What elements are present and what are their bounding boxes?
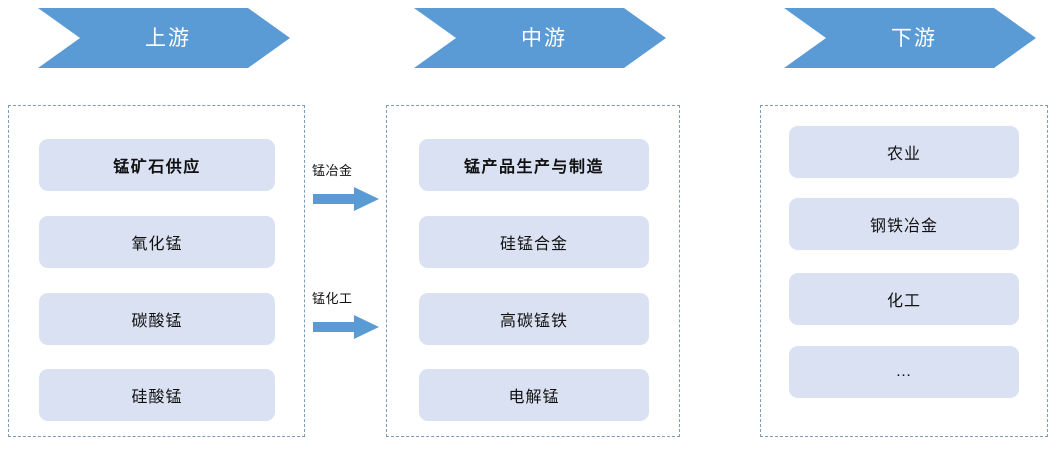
item-midstream-2-label: 高碳锰铁: [499, 313, 568, 330]
stage-banner-upstream-label: 上游: [145, 26, 191, 50]
item-downstream-2-label: 化工: [886, 293, 921, 310]
item-downstream-2: 化工: [789, 273, 1019, 325]
item-midstream-3: 电解锰: [419, 369, 649, 421]
item-downstream-0: 农业: [789, 126, 1019, 178]
connector-metallurgy-label: 锰冶金: [312, 163, 353, 178]
item-upstream-1-label: 氧化锰: [131, 236, 183, 253]
connector-chemical-label: 锰化工: [312, 291, 353, 306]
item-upstream-0-label: 锰矿石供应: [113, 159, 201, 176]
arrow-right-icon: [313, 187, 379, 211]
item-downstream-3-label: …: [895, 363, 913, 380]
item-upstream-0: 锰矿石供应: [39, 139, 275, 191]
item-upstream-2-label: 碳酸锰: [131, 313, 183, 330]
column-downstream: 农业 钢铁冶金 化工 …: [760, 105, 1048, 437]
item-midstream-3-label: 电解锰: [508, 389, 560, 406]
item-upstream-1: 氧化锰: [39, 216, 275, 268]
stage-banner-midstream-label: 中游: [521, 26, 567, 50]
item-downstream-3: …: [789, 346, 1019, 398]
arrow-right-icon: [313, 315, 379, 339]
item-midstream-0-label: 锰产品生产与制造: [463, 159, 604, 176]
stage-banner-downstream: 下游: [784, 8, 1036, 68]
item-upstream-3-label: 硅酸锰: [131, 389, 183, 406]
item-midstream-1: 硅锰合金: [419, 216, 649, 268]
stage-banner-midstream: 中游: [414, 8, 666, 68]
column-upstream: 锰矿石供应 氧化锰 碳酸锰 硅酸锰: [8, 105, 305, 437]
stage-banner-upstream: 上游: [38, 8, 290, 68]
stage-banner-downstream-label: 下游: [891, 26, 937, 50]
item-downstream-1-label: 钢铁冶金: [869, 218, 938, 235]
column-midstream: 锰产品生产与制造 硅锰合金 高碳锰铁 电解锰: [386, 105, 680, 437]
item-upstream-3: 硅酸锰: [39, 369, 275, 421]
item-midstream-0: 锰产品生产与制造: [419, 139, 649, 191]
item-downstream-1: 钢铁冶金: [789, 198, 1019, 250]
item-upstream-2: 碳酸锰: [39, 293, 275, 345]
item-midstream-2: 高碳锰铁: [419, 293, 649, 345]
item-downstream-0-label: 农业: [886, 146, 921, 163]
item-midstream-1-label: 硅锰合金: [499, 236, 568, 253]
